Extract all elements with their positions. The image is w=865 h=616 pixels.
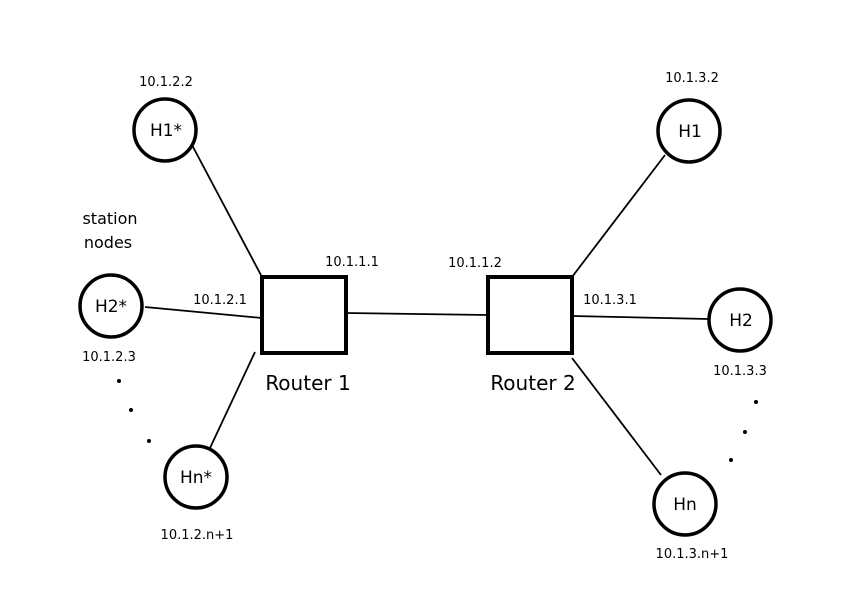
host-h2-right-node: [707, 287, 773, 353]
ip-label-hn-right: 10.1.3.n+1: [656, 547, 729, 562]
host-hn-right-label: Hn: [673, 495, 697, 515]
router-1-label: Router 1: [265, 371, 350, 395]
ellipsis-dot-left: [129, 408, 133, 412]
host-hn-left-node: [163, 444, 229, 510]
station-nodes-caption-line2: nodes: [84, 233, 132, 252]
station-nodes-caption-line1: station: [82, 209, 137, 228]
host-h1-right-label: H1: [678, 122, 702, 142]
ellipsis-dot-right: [754, 400, 758, 404]
ip-label-h1-left: 10.1.2.2: [139, 75, 193, 90]
ellipsis-dot-right: [743, 430, 747, 434]
ip-label-h2-right: 10.1.3.3: [713, 364, 767, 379]
ellipsis-dot-left: [147, 439, 151, 443]
router-2-box: [486, 275, 574, 355]
host-h2-right-label: H2: [729, 311, 753, 331]
host-h1-right-node: [656, 98, 722, 164]
ip-label-r1-top: 10.1.1.1: [325, 255, 379, 270]
ip-label-r2-top: 10.1.1.2: [448, 256, 502, 271]
ellipsis-dot-right: [729, 458, 733, 462]
link-r2-hn-right: [571, 357, 662, 476]
router-2-label: Router 2: [490, 371, 575, 395]
ip-label-r2-right: 10.1.3.1: [583, 293, 637, 308]
host-h2-left-node: [78, 273, 144, 339]
host-h1-left-label: H1*: [150, 121, 182, 141]
router-1-box: [260, 275, 348, 355]
host-h1-left-node: [132, 97, 198, 163]
link-r2-h1-right: [571, 154, 666, 278]
host-h2-left-label: H2*: [95, 297, 127, 317]
ip-label-h1-right: 10.1.3.2: [665, 71, 719, 86]
ellipsis-dot-left: [117, 379, 121, 383]
link-r1-h2-left: [144, 306, 263, 319]
host-hn-right-node: [652, 471, 718, 537]
host-hn-left-label: Hn*: [180, 468, 212, 488]
link-r1-r2: [345, 312, 489, 316]
link-r1-hn-left: [209, 351, 256, 449]
link-r1-h1-left: [191, 144, 263, 278]
ip-label-h2-left: 10.1.2.3: [82, 350, 136, 365]
ip-label-r1-left: 10.1.2.1: [193, 293, 247, 308]
link-r2-h2-right: [571, 315, 709, 320]
ip-label-hn-left: 10.1.2.n+1: [161, 528, 234, 543]
